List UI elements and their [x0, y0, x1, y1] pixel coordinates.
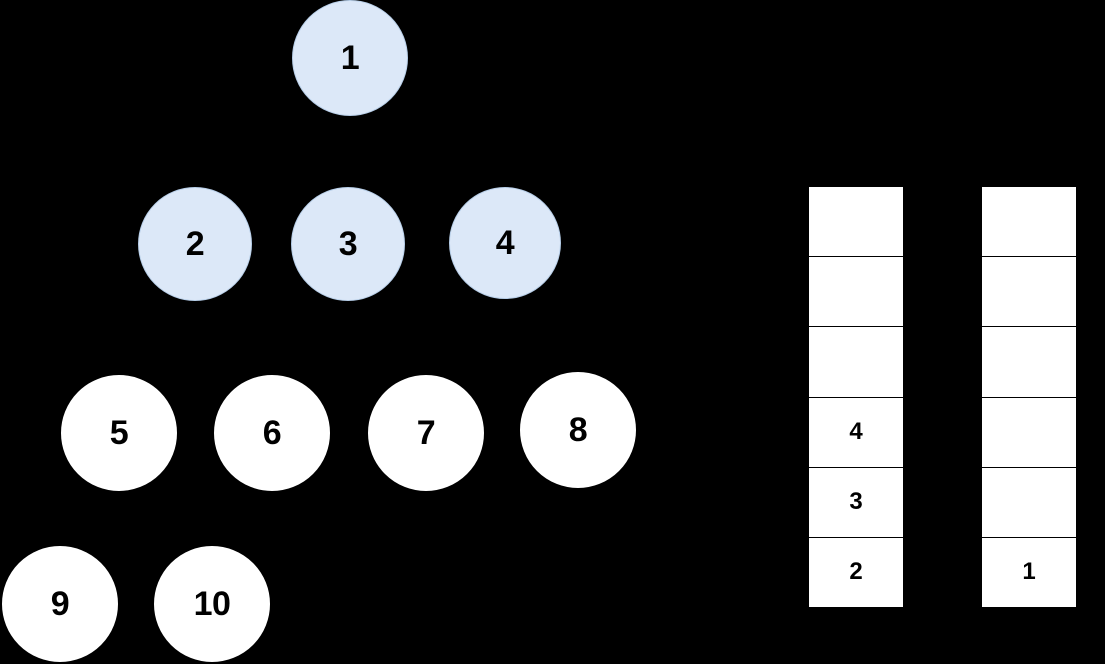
graph-edge — [215, 296, 251, 378]
stack-cell — [809, 187, 903, 258]
stack-cell: 3 — [809, 467, 903, 538]
graph-node-label: 2 — [185, 224, 205, 263]
graph-edge — [391, 279, 532, 394]
graph-node-9[interactable]: 9 — [2, 546, 118, 662]
graph-node-label: 1 — [340, 38, 360, 77]
stack-cell — [982, 327, 1076, 398]
stack-cell: 1 — [982, 537, 1076, 608]
graph-node-label: 6 — [262, 413, 282, 452]
stack-cell: 4 — [809, 397, 903, 468]
stack-right: 1 — [981, 186, 1077, 608]
stack-cell: 2 — [809, 537, 903, 608]
graph-edge-arrowhead — [232, 187, 244, 199]
graph-node-3[interactable]: 3 — [291, 187, 405, 301]
graph-edge-arrowhead — [456, 186, 468, 199]
graph-edge — [347, 115, 351, 186]
graph-edge — [368, 296, 405, 378]
stack-cell — [982, 397, 1076, 468]
stack-cell — [982, 187, 1076, 258]
graph-edge-arrowhead — [240, 365, 250, 378]
graph-edge-arrowhead — [343, 173, 354, 186]
graph-edge-arrowhead — [230, 535, 241, 548]
graph-node-7[interactable]: 7 — [368, 375, 484, 491]
graph-node-label: 7 — [416, 413, 436, 452]
graph-node-5[interactable]: 5 — [61, 375, 177, 491]
graph-node-label: 4 — [495, 223, 515, 262]
graph-edge — [140, 296, 175, 378]
graph-node-label: 8 — [568, 410, 588, 449]
graph-node-label: 3 — [338, 224, 358, 263]
graph-node-1[interactable]: 1 — [292, 0, 408, 116]
graph-node-6[interactable]: 6 — [214, 375, 330, 491]
graph-edge — [386, 101, 469, 200]
graph-node-label: 9 — [50, 584, 70, 623]
stack-cell — [809, 257, 903, 328]
graph-node-label: 10 — [193, 584, 231, 623]
graph-edge-arrowhead — [519, 381, 532, 393]
graph-node-4[interactable]: 4 — [449, 187, 561, 299]
graph-edge — [232, 101, 314, 200]
graph-edge-arrowhead — [140, 365, 151, 378]
graph-edge-arrowhead — [78, 535, 88, 548]
graph-node-10[interactable]: 10 — [154, 546, 270, 662]
graph-edge-arrowhead — [394, 365, 404, 378]
stack-cell — [809, 327, 903, 398]
graph-node-label: 5 — [109, 413, 129, 452]
stack-cell — [982, 257, 1076, 328]
graph-node-2[interactable]: 2 — [138, 187, 252, 301]
graph-node-8[interactable]: 8 — [520, 372, 636, 488]
stack-cell — [982, 467, 1076, 538]
